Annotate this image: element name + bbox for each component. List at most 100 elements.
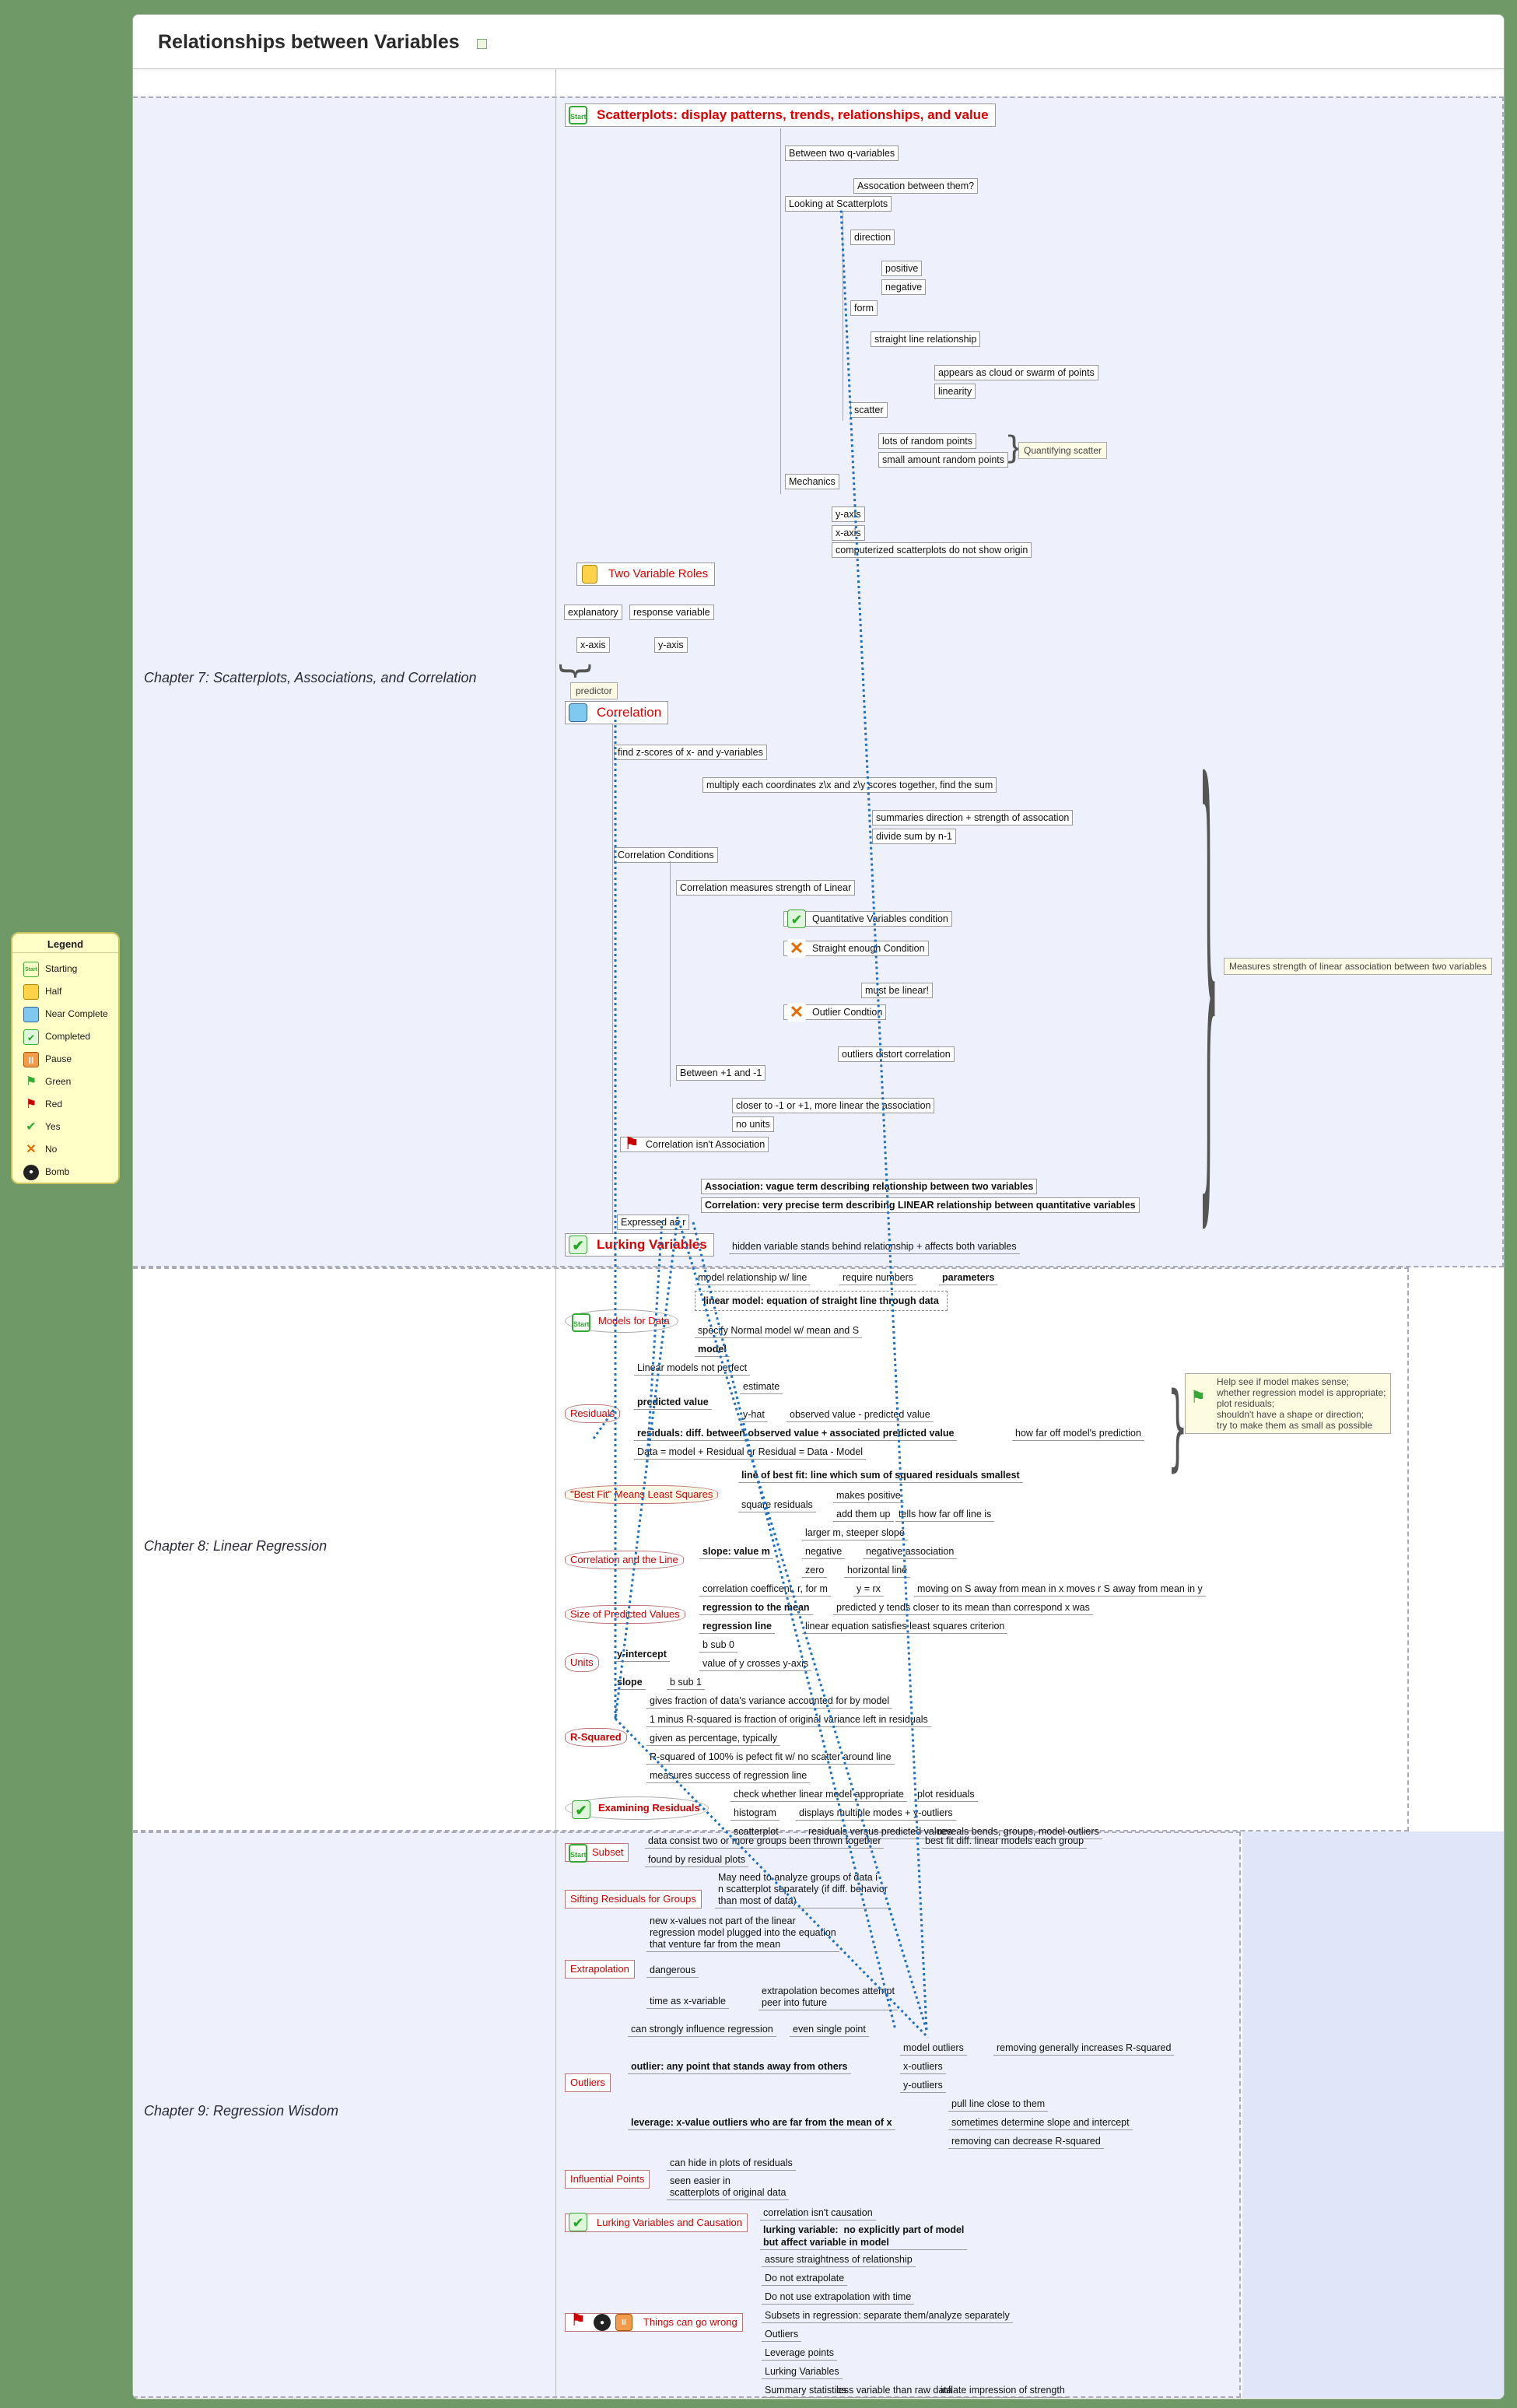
node-between-q[interactable]: Between two q-variables (785, 145, 899, 161)
node-makes-positive[interactable]: makes positive (833, 1488, 904, 1503)
node-mechanics[interactable]: Mechanics (785, 474, 839, 489)
node-x-outliers[interactable]: x-outliers (900, 2059, 946, 2074)
node-model-outliers[interactable]: model outliers (900, 2041, 967, 2056)
extrapolation-topic[interactable]: Extrapolation (565, 1960, 635, 1979)
node-obs-minus-pred[interactable]: observed value - predicted value (787, 1407, 934, 1422)
lurking-topic[interactable]: ✔Lurking Variables (565, 1233, 714, 1257)
node-response[interactable]: response variable (629, 605, 714, 620)
node-lurking2[interactable]: Lurking Variables (762, 2364, 843, 2379)
node-parameters[interactable]: parameters (939, 1271, 998, 1285)
node-new-x[interactable]: new x-values not part of the linear regr… (646, 1915, 839, 1952)
node-estimate[interactable]: estimate (740, 1379, 783, 1394)
node-found-by[interactable]: found by residual plots (645, 1852, 749, 1867)
r-squared-topic[interactable]: R-Squared (565, 1728, 627, 1747)
node-small-random[interactable]: small amount random points (878, 452, 1009, 468)
node-straight-cond[interactable]: ✕Straight enough Condition (783, 939, 929, 958)
node-looking[interactable]: Looking at Scatterplots (785, 196, 892, 212)
best-fit-topic[interactable]: "Best Fit" Means Least Squares (565, 1485, 719, 1504)
node-lots-random[interactable]: lots of random points (878, 433, 977, 449)
node-predicted-y[interactable]: predicted y tends closer to its mean tha… (833, 1600, 1093, 1615)
node-summaries[interactable]: summaries direction + strength of assoca… (872, 810, 1074, 825)
node-negative[interactable]: negative (881, 279, 927, 295)
node-regression-line[interactable]: regression line (699, 1619, 775, 1634)
node-closer[interactable]: closer to -1 or +1, more linear the asso… (732, 1098, 935, 1113)
node-assure[interactable]: assure straightness of relationship (762, 2252, 916, 2267)
node-outliers-distort[interactable]: outliers distort correlation (838, 1046, 955, 1062)
node-moving-on[interactable]: moving on S away from mean in x moves r … (914, 1582, 1206, 1597)
node-sometimes[interactable]: sometimes determine slope and intercept (948, 2115, 1133, 2130)
node-corr-not-causation[interactable]: correlation isn't causation (760, 2206, 876, 2220)
node-outlier-def[interactable]: outlier: any point that stands away from… (628, 2059, 851, 2074)
node-assoc-def[interactable]: Association: vague term describing relat… (701, 1179, 1038, 1194)
node-best-fit-diff[interactable]: best fit diff. linear models each group (922, 1834, 1088, 1849)
node-xaxis[interactable]: x-axis (832, 525, 865, 541)
node-outlier-cond[interactable]: ✕Outlier Condtion (783, 1003, 887, 1022)
node-time-x[interactable]: time as x-variable (646, 1994, 729, 2009)
node-check-whether[interactable]: check whether linear model appropriate (730, 1787, 907, 1802)
node-b-sub-0[interactable]: b sub 0 (699, 1638, 738, 1653)
node-add-them[interactable]: add them up (833, 1507, 894, 1522)
lurking-causation-topic[interactable]: ✔Lurking Variables and Causation (565, 2213, 748, 2232)
node-displays-multiple[interactable]: displays multiple modes + y-outliers (796, 1806, 956, 1821)
node-form[interactable]: form (850, 300, 878, 316)
sifting-topic[interactable]: Sifting Residuals for Groups (565, 1890, 702, 1909)
node-pull-line[interactable]: pull line close to them (948, 2097, 1049, 2112)
node-data-eq[interactable]: Data = model + Residual or Residual = Da… (634, 1445, 867, 1460)
size-pred-topic[interactable]: Size of Predicted Values (565, 1605, 685, 1624)
node-y-axis2[interactable]: y-axis (654, 637, 688, 653)
node-given-pct[interactable]: given as percentage, typically (646, 1731, 780, 1746)
node-positive[interactable]: positive (881, 261, 923, 276)
node-no-units[interactable]: no units (732, 1116, 774, 1132)
node-computerized[interactable]: computerized scatterplots do not show or… (832, 542, 1032, 558)
node-extrap-attempt[interactable]: extrapolation becomes attempt peer into … (758, 1985, 898, 2010)
node-residuals-def[interactable]: residuals: diff. between observed value … (634, 1426, 958, 1441)
node-model-rel[interactable]: model relationship w/ line (695, 1271, 811, 1285)
node-seen-easier[interactable]: seen easier in scatterplots of original … (667, 2175, 790, 2200)
node-negative[interactable]: negative (802, 1544, 846, 1559)
examining-residuals-topic[interactable]: ✔Examining Residuals (565, 1796, 709, 1820)
node-regression-mean[interactable]: regression to the mean (699, 1600, 813, 1615)
node-hidden-var[interactable]: hidden variable stands behind relationsh… (729, 1239, 1020, 1254)
node-gives-fraction[interactable]: gives fraction of data's variance accoun… (646, 1694, 893, 1709)
node-find-z[interactable]: find z-scores of x- and y-variables (614, 745, 767, 760)
node-slope[interactable]: slope (614, 1675, 646, 1690)
node-corr-def[interactable]: Correlation: very precise term describin… (701, 1197, 1140, 1213)
node-y-rx[interactable]: y = rx (853, 1582, 884, 1597)
node-y-outliers[interactable]: y-outliers (900, 2078, 946, 2093)
node-r-100[interactable]: R-squared of 100% is pefect fit w/ no sc… (646, 1750, 895, 1765)
node-larger-m[interactable]: larger m, steeper slope (802, 1526, 908, 1540)
node-predicted-value[interactable]: predicted value (634, 1395, 712, 1410)
node-can-influence[interactable]: can strongly influence regression (628, 2022, 776, 2037)
node-linear-not-perfect[interactable]: Linear models not perfect (634, 1361, 751, 1376)
node-zero[interactable]: zero (802, 1563, 828, 1578)
node-between-pm1[interactable]: Between +1 and -1 (676, 1065, 766, 1081)
node-square-residuals[interactable]: square residuals (738, 1498, 816, 1512)
node-histogram[interactable]: histogram (730, 1806, 780, 1821)
node-straight[interactable]: straight line relationship (871, 331, 981, 347)
node-specify-normal[interactable]: specify Normal model w/ mean and S (695, 1323, 863, 1338)
node-one-minus[interactable]: 1 minus R-squared is fraction of origina… (646, 1712, 931, 1727)
node-multiply[interactable]: multiply each coordinates z\x and z\y sc… (702, 777, 997, 793)
node-explanatory[interactable]: explanatory (564, 605, 622, 620)
node-measures-success[interactable]: measures success of regression line (646, 1768, 811, 1783)
node-direction[interactable]: direction (850, 230, 895, 245)
units-topic[interactable]: Units (565, 1653, 599, 1672)
node-corr-conditions[interactable]: Correlation Conditions (614, 847, 718, 863)
node-require-numbers[interactable]: require numbers (839, 1271, 917, 1285)
node-must-linear[interactable]: must be linear! (861, 983, 933, 998)
node-plot-residuals[interactable]: plot residuals (914, 1787, 978, 1802)
node-do-not-extrap[interactable]: Do not extrapolate (762, 2271, 848, 2286)
node-removing-inc[interactable]: removing generally increases R-squared (993, 2041, 1175, 2056)
node-horizontal[interactable]: horizontal line (844, 1563, 911, 1578)
node-value-y[interactable]: value of y crosses y-axis (699, 1656, 812, 1671)
node-outliers2[interactable]: Outliers (762, 2327, 802, 2342)
node-can-hide[interactable]: can hide in plots of residuals (667, 2156, 796, 2171)
node-dangerous[interactable]: dangerous (646, 1963, 699, 1978)
node-linear-eq-least[interactable]: linear equation satisfies least squares … (802, 1619, 1008, 1634)
node-summary-stats[interactable]: Summary statistics (762, 2383, 850, 2398)
node-tells-how-far[interactable]: tells how far off line is (895, 1507, 995, 1522)
residuals-topic[interactable]: Residuals (565, 1404, 621, 1423)
